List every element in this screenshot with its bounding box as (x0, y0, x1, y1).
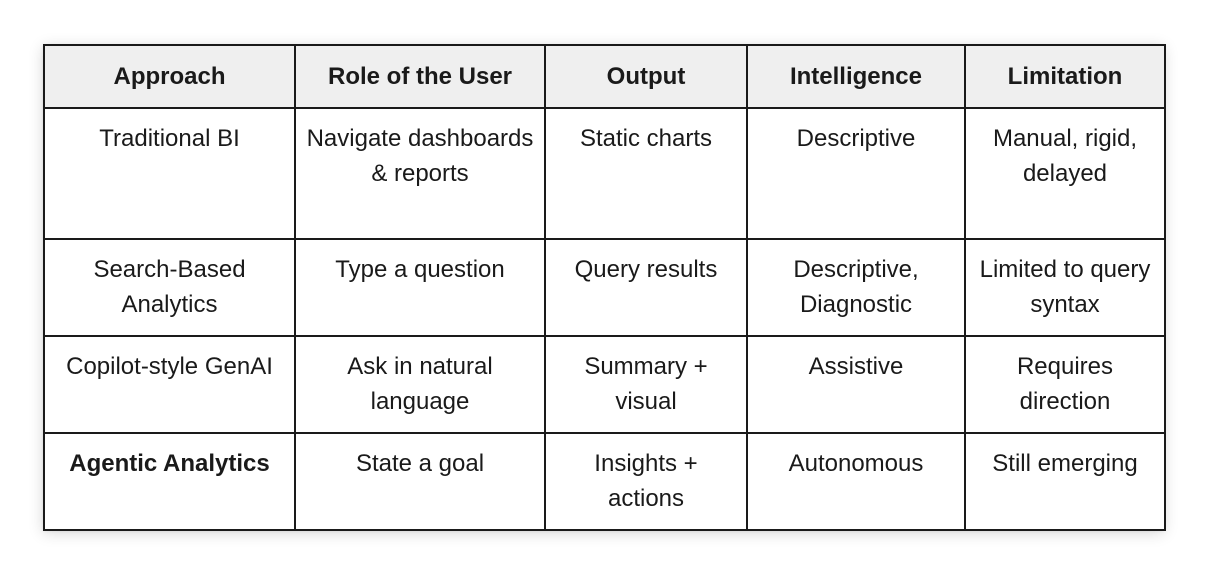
cell-intelligence: Descriptive, Diagnostic (746, 238, 966, 337)
cell-output: Insights + actions (544, 432, 748, 531)
cell-role: Navigate dashboards & reports (294, 107, 546, 240)
cell-limitation: Requires direction (964, 335, 1166, 434)
cell-approach: Agentic Analytics (43, 432, 296, 531)
cell-approach: Search-Based Analytics (43, 238, 296, 337)
cell-output: Query results (544, 238, 748, 337)
cell-intelligence: Assistive (746, 335, 966, 434)
cell-approach: Traditional BI (43, 107, 296, 240)
table-header-row: Approach Role of the User Output Intelli… (43, 44, 1166, 109)
table-row: Agentic Analytics State a goal Insights … (43, 432, 1166, 531)
cell-output: Summary + visual (544, 335, 748, 434)
table-row: Copilot-style GenAI Ask in natural langu… (43, 335, 1166, 434)
cell-intelligence: Autonomous (746, 432, 966, 531)
table-row: Traditional BI Navigate dashboards & rep… (43, 107, 1166, 240)
cell-intelligence: Descriptive (746, 107, 966, 240)
header-approach: Approach (43, 44, 296, 109)
cell-role: State a goal (294, 432, 546, 531)
cell-output: Static charts (544, 107, 748, 240)
header-role-of-the-user: Role of the User (294, 44, 546, 109)
comparison-table: Approach Role of the User Output Intelli… (43, 44, 1166, 531)
table-row: Search-Based Analytics Type a question Q… (43, 238, 1166, 337)
comparison-table-card: Approach Role of the User Output Intelli… (43, 44, 1166, 531)
header-output: Output (544, 44, 748, 109)
header-intelligence: Intelligence (746, 44, 966, 109)
header-limitation: Limitation (964, 44, 1166, 109)
cell-limitation: Still emerging (964, 432, 1166, 531)
cell-limitation: Manual, rigid, delayed (964, 107, 1166, 240)
cell-role: Type a question (294, 238, 546, 337)
cell-limitation: Limited to query syntax (964, 238, 1166, 337)
cell-role: Ask in natural language (294, 335, 546, 434)
cell-approach: Copilot-style GenAI (43, 335, 296, 434)
